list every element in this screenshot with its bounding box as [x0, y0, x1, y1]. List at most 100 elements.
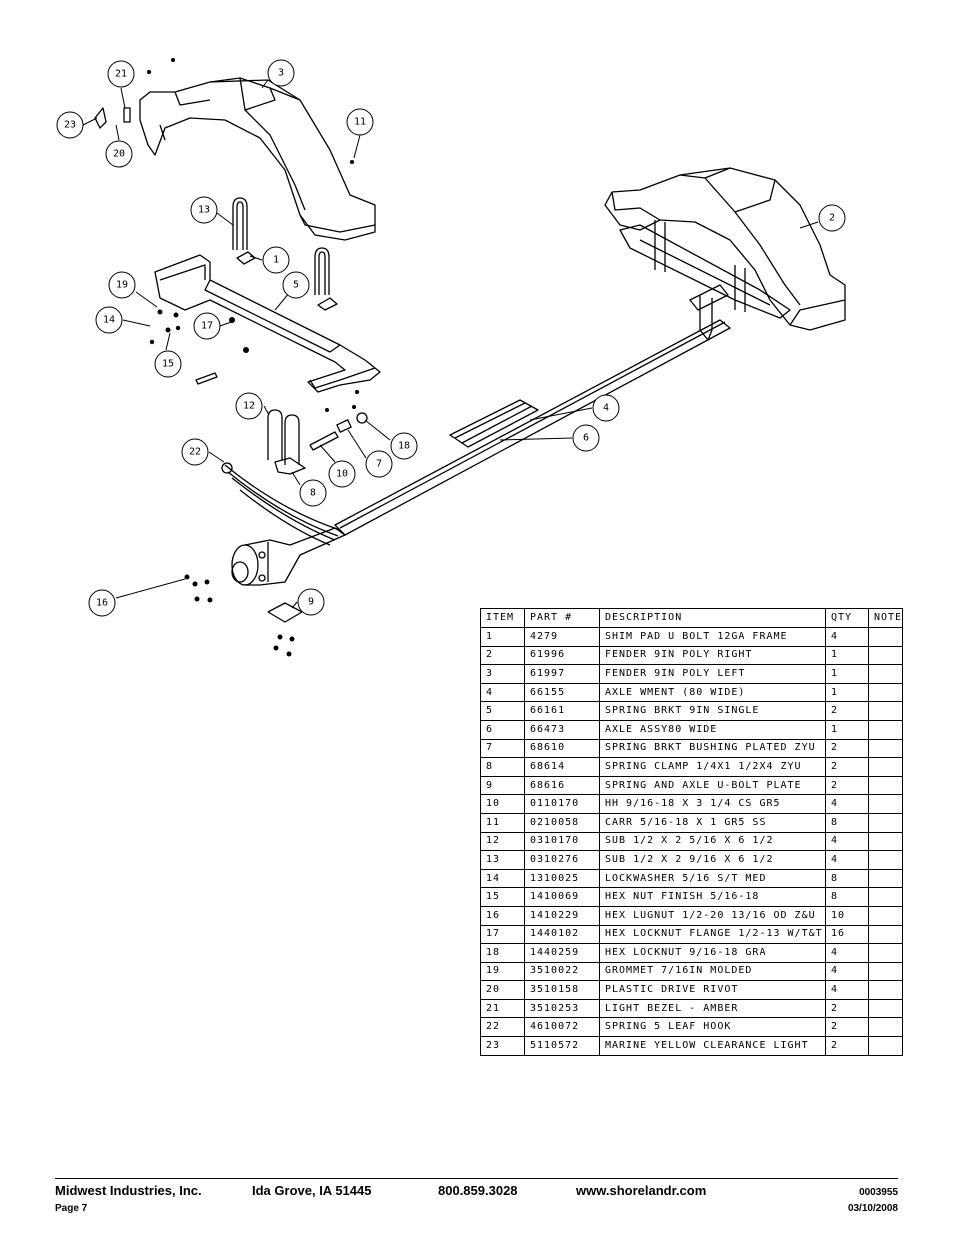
cell-note — [867, 850, 904, 870]
cell-part-number: 66161 — [524, 701, 600, 721]
cell-part-number: 68616 — [524, 775, 600, 796]
callout-label: 7 — [376, 459, 382, 470]
cell-part-number: 3510253 — [524, 998, 600, 1019]
cell-item: 16 — [480, 905, 525, 926]
footer-divider — [55, 1178, 898, 1179]
cell-qty: 1 — [825, 664, 869, 684]
cell-item: 8 — [480, 757, 525, 777]
callout-label: 19 — [116, 280, 128, 291]
left-fender-drawing — [139, 77, 376, 241]
cell-part-number: 1410069 — [524, 887, 600, 907]
cell-item: 21 — [480, 998, 525, 1019]
cell-qty: 4 — [825, 627, 869, 647]
cell-note — [867, 887, 904, 907]
footer-location: Ida Grove, IA 51445 — [252, 1183, 372, 1198]
cell-item: 9 — [480, 775, 525, 796]
cell-part-number: 1310025 — [524, 868, 600, 889]
bolt-drawing — [195, 372, 218, 385]
cell-qty: 4 — [825, 850, 869, 870]
cell-qty: 1 — [825, 682, 869, 703]
cell-qty: 4 — [825, 980, 869, 1000]
cell-part-number: 0110170 — [524, 794, 600, 814]
cell-part-number: 0310170 — [524, 831, 600, 852]
cell-description: HH 9/16-18 X 3 1/4 CS GR5 — [599, 794, 826, 814]
cell-note — [867, 943, 904, 963]
cell-item: 1 — [480, 627, 525, 647]
cell-qty: 1 — [825, 719, 869, 740]
bushing-drawing — [336, 419, 352, 433]
cell-description: SPRING BRKT 9IN SINGLE — [599, 701, 826, 721]
cell-description: SUB 1/2 X 2 5/16 X 6 1/2 — [599, 831, 826, 852]
cell-description: LIGHT BEZEL - AMBER — [599, 998, 826, 1019]
callout-label: 16 — [96, 598, 108, 609]
cell-note — [867, 645, 904, 666]
cell-qty: 2 — [825, 998, 869, 1019]
cell-note — [867, 719, 904, 740]
callout-label: 21 — [115, 69, 127, 80]
callout-label: 4 — [603, 403, 609, 414]
callout-label: 17 — [201, 321, 213, 332]
cell-item: 10 — [480, 794, 525, 814]
cell-note — [867, 924, 904, 945]
callout-label: 18 — [398, 441, 410, 452]
column-header-qty: QTY — [825, 608, 869, 628]
cell-item: 19 — [480, 961, 525, 982]
cell-description: HEX LOCKNUT FLANGE 1/2-13 W/T&T — [599, 924, 826, 945]
cell-description: PLASTIC DRIVE RIVOT — [599, 980, 826, 1000]
cell-qty: 8 — [825, 887, 869, 907]
cell-qty: 2 — [825, 775, 869, 796]
cell-part-number: 1410229 — [524, 905, 600, 926]
cell-description: SHIM PAD U BOLT 12GA FRAME — [599, 627, 826, 647]
column-header-note: NOTE — [867, 608, 904, 628]
cell-description: FENDER 9IN POLY RIGHT — [599, 645, 826, 666]
cell-note — [867, 757, 904, 777]
cell-description: HEX LOCKNUT 9/16-18 GRA — [599, 943, 826, 963]
cell-item: 14 — [480, 868, 525, 889]
callout-label: 15 — [162, 359, 174, 370]
callout-label: 13 — [198, 205, 210, 216]
callout-label: 23 — [64, 120, 76, 131]
right-fender-drawing — [604, 167, 846, 331]
cell-item: 18 — [480, 943, 525, 963]
hardware-drawing — [147, 58, 359, 657]
u-bolt-plate-drawing — [267, 602, 303, 623]
column-header-description: DESCRIPTION — [599, 608, 826, 628]
cell-item: 22 — [480, 1017, 525, 1038]
cell-description: SPRING BRKT BUSHING PLATED ZYU — [599, 738, 826, 759]
cell-qty: 4 — [825, 831, 869, 852]
cell-part-number: 1440102 — [524, 924, 600, 945]
cell-note — [867, 738, 904, 759]
cell-note — [867, 701, 904, 721]
cell-note — [867, 868, 904, 889]
clearance-light-drawing — [94, 107, 107, 129]
cell-description: HEX LUGNUT 1/2-20 13/16 OD Z&U — [599, 905, 826, 926]
exploded-parts-diagram: 21 3 23 20 11 13 1 19 5 14 17 15 2 12 4 … — [56, 58, 846, 657]
cell-part-number: 3510158 — [524, 980, 600, 1000]
callout-label: 9 — [308, 597, 314, 608]
cell-qty: 2 — [825, 757, 869, 777]
cell-note — [867, 980, 904, 1000]
cell-note — [867, 1017, 904, 1038]
cell-description: SUB 1/2 X 2 9/16 X 6 1/2 — [599, 850, 826, 870]
cell-qty: 4 — [825, 943, 869, 963]
cell-part-number: 4279 — [524, 627, 600, 647]
cell-part-number: 3510022 — [524, 961, 600, 982]
cell-note — [867, 905, 904, 926]
cell-part-number: 68614 — [524, 757, 600, 777]
cell-note — [867, 831, 904, 852]
leader-lines — [82, 79, 819, 609]
cell-description: FENDER 9IN POLY LEFT — [599, 664, 826, 684]
cell-item: 2 — [480, 645, 525, 666]
